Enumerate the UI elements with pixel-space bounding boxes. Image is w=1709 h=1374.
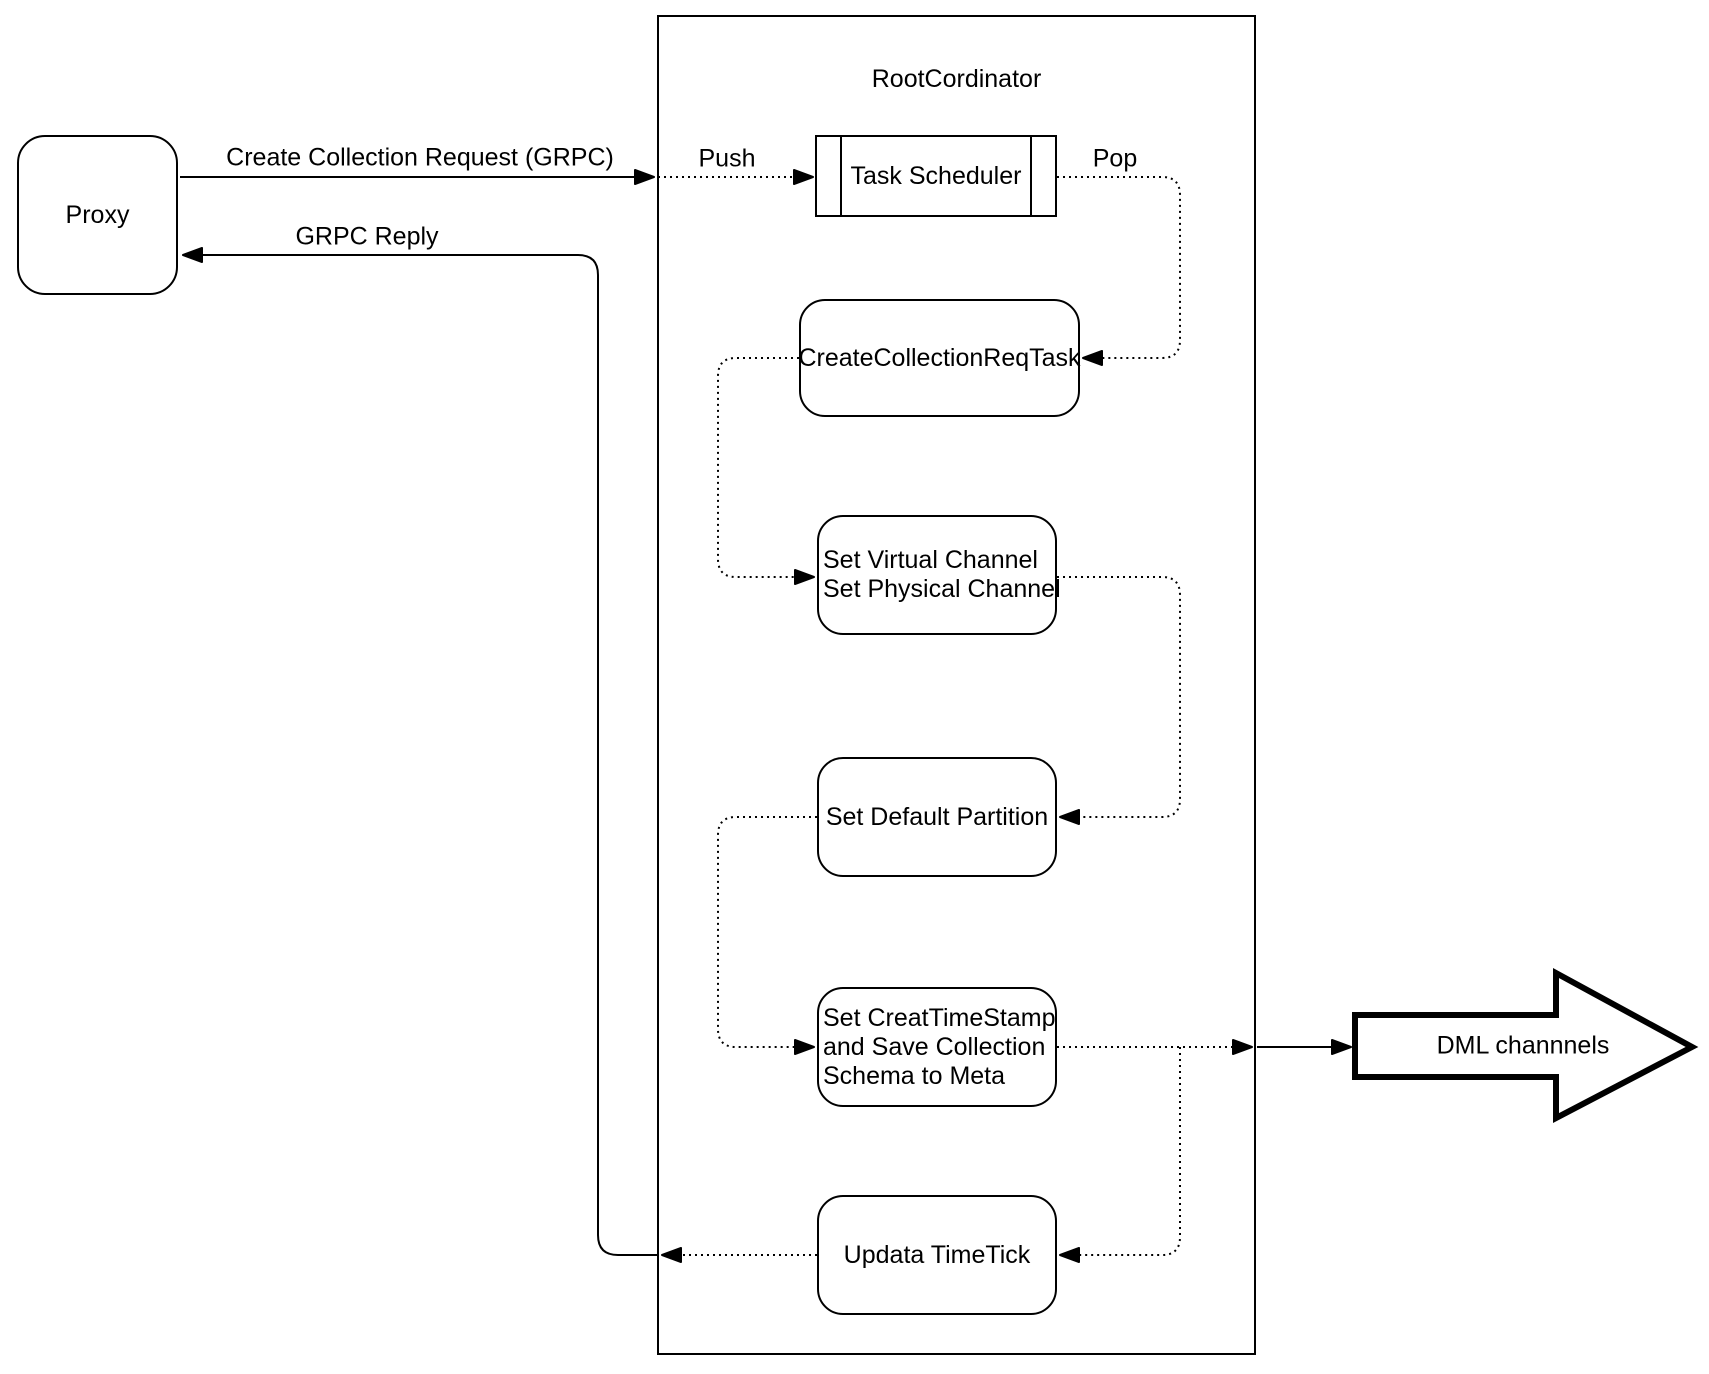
label-create-collection-request: Create Collection Request (GRPC) (224, 143, 616, 173)
create-collection-req-task-node: CreateCollectionReqTask (798, 299, 1081, 417)
task-scheduler-node: Task Scheduler (815, 135, 1057, 217)
task-scheduler-left-bar (840, 137, 842, 215)
dml-channels-label: DML channnels (1436, 1031, 1610, 1060)
set-channels-line-1: Set Virtual Channel (823, 546, 1038, 574)
set-channels-node: Set Virtual Channel Set Physical Channel (817, 515, 1061, 635)
edge-set-timestamp-to-updata-timetick (1059, 1047, 1181, 1263)
set-creat-timestamp-line-2: and Save Collection (823, 1032, 1046, 1061)
label-grpc-reply: GRPC Reply (293, 222, 441, 252)
edge-grpc-reply (182, 247, 657, 1256)
set-default-partition-node: Set Default Partition (817, 757, 1057, 877)
updata-timetick-label: Updata TimeTick (843, 1240, 1031, 1269)
proxy-node: Proxy (17, 135, 178, 295)
label-pop: Pop (1090, 144, 1140, 174)
updata-timetick-node: Updata TimeTick (817, 1195, 1057, 1315)
set-creat-timestamp-line-1: Set CreatTimeStamp (823, 1003, 1056, 1032)
set-channels-line-2: Set Physical Channel (823, 575, 1061, 603)
task-scheduler-label: Task Scheduler (850, 161, 1022, 190)
create-collection-req-task-label: CreateCollectionReqTask (798, 343, 1081, 372)
proxy-label: Proxy (65, 200, 130, 229)
edge-set-default-to-set-timestamp (717, 816, 817, 1055)
set-creat-timestamp-line-3: Schema to Meta (823, 1061, 1006, 1090)
dml-channels-arrow (1352, 967, 1699, 1123)
set-default-partition-label: Set Default Partition (825, 802, 1049, 831)
edge-pop (1057, 176, 1181, 366)
task-scheduler-right-bar (1030, 137, 1032, 215)
root-coordinator-title: RootCordinator (871, 65, 1042, 93)
label-push: Push (696, 144, 758, 174)
set-creat-timestamp-node: Set CreatTimeStamp and Save Collection S… (817, 987, 1057, 1107)
root-coordinator-container: RootCordinator (657, 15, 1256, 1355)
